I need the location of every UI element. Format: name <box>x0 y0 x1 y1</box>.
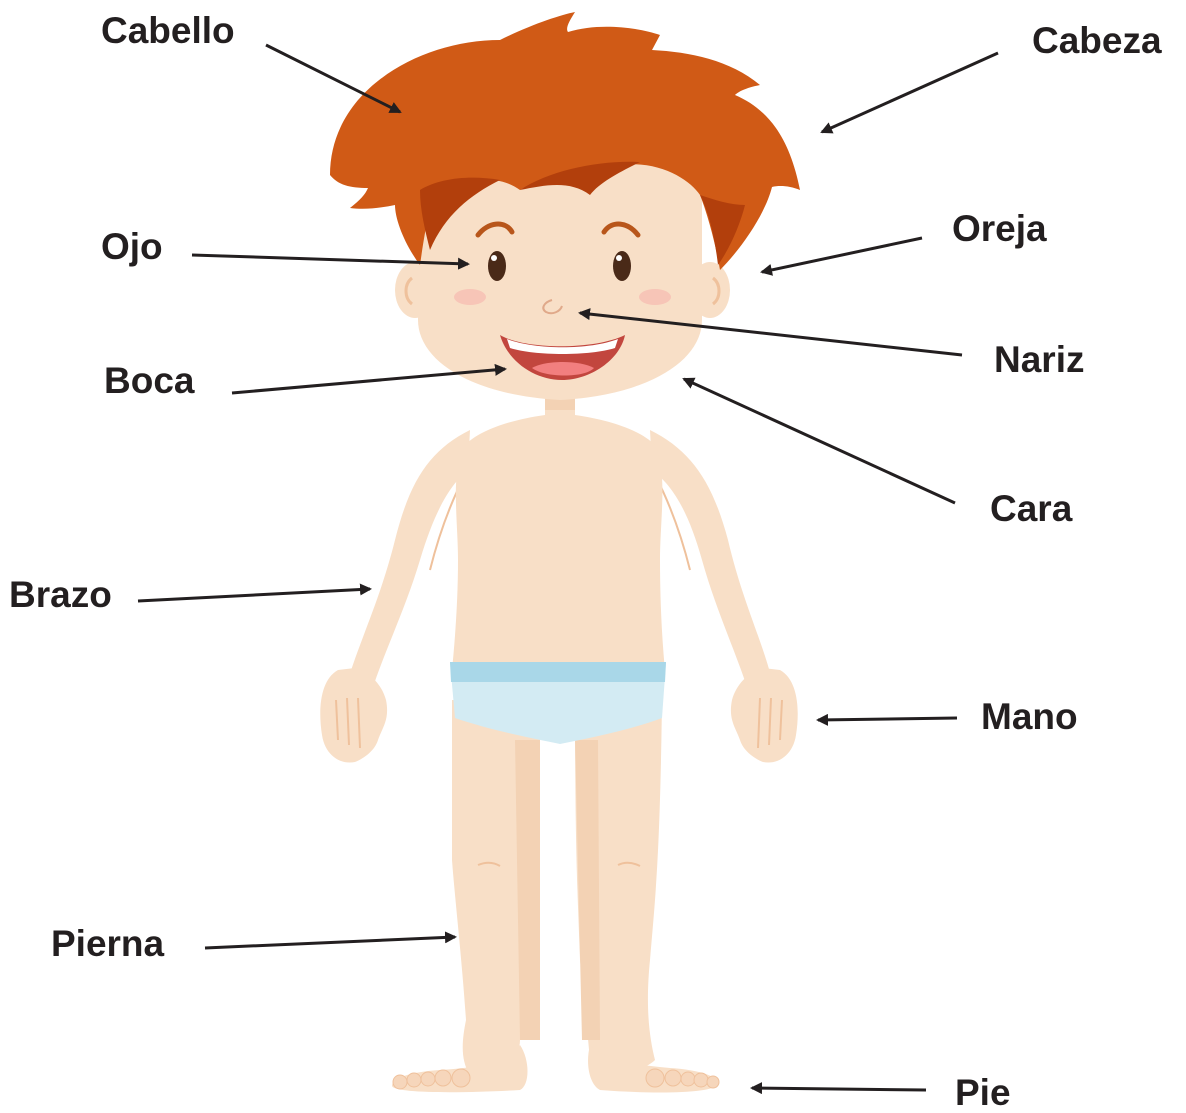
arrow-boca <box>232 369 505 393</box>
label-nariz: Nariz <box>994 341 1084 378</box>
label-cabello: Cabello <box>101 12 235 49</box>
arrow-pie <box>752 1088 926 1090</box>
feet <box>392 1045 719 1092</box>
arrow-oreja <box>762 238 922 272</box>
label-pie: Pie <box>955 1074 1011 1111</box>
eye-right <box>613 251 631 281</box>
label-cara: Cara <box>990 490 1072 527</box>
label-oreja: Oreja <box>952 210 1047 247</box>
label-pierna: Pierna <box>51 925 164 962</box>
arrow-cara <box>684 379 955 503</box>
legs <box>452 700 662 1075</box>
arrow-pierna <box>205 937 455 948</box>
label-ojo: Ojo <box>101 228 163 265</box>
cheek-right <box>639 289 671 305</box>
arrow-cabello <box>266 45 400 112</box>
eye-left <box>488 251 506 281</box>
arrow-cabeza <box>822 53 998 132</box>
torso <box>452 400 665 670</box>
label-mano: Mano <box>981 698 1078 735</box>
label-boca: Boca <box>104 362 194 399</box>
eye-left-highlight <box>491 255 497 261</box>
label-cabeza: Cabeza <box>1032 22 1162 59</box>
cheek-left <box>454 289 486 305</box>
eye-right-highlight <box>616 255 622 261</box>
label-brazo: Brazo <box>9 576 112 613</box>
arrow-mano <box>818 718 957 720</box>
arrow-brazo <box>138 589 370 601</box>
